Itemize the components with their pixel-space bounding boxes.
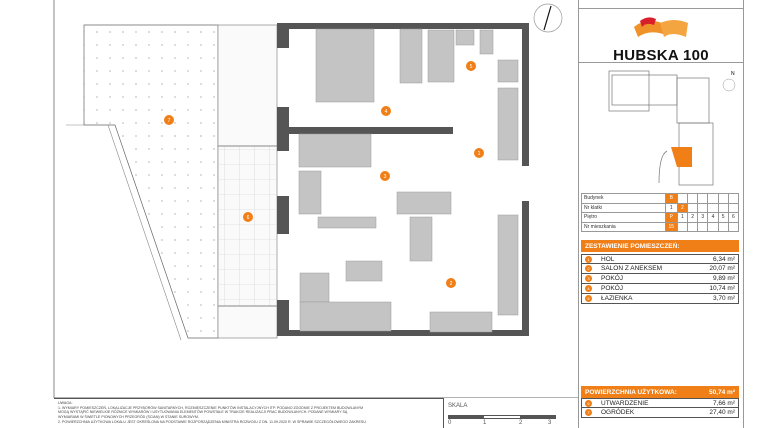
apartment-walls xyxy=(277,23,529,336)
room-marker-3 xyxy=(380,171,390,181)
room-number: 5 xyxy=(470,64,473,70)
terrace-area xyxy=(217,24,278,339)
notes: UWAGA: 1. WYMIARY POMIESZCZEŃ, LOKALIZAC… xyxy=(54,398,444,428)
project-name: HUBSKA 100 xyxy=(613,47,709,64)
room-marker-4 xyxy=(381,106,391,116)
room-marker-6 xyxy=(243,212,253,222)
project-logo: HUBSKA 100 xyxy=(579,8,743,64)
room-marker-2 xyxy=(446,278,456,288)
room-marker-1 xyxy=(474,148,484,158)
rooms-header: ZESTAWIENIE POMIESZCZEŃ: xyxy=(581,240,739,252)
room-number: 6 xyxy=(247,215,250,221)
room-number: 1 xyxy=(478,151,481,157)
key-plan: N xyxy=(579,63,743,188)
scale-bar: SKALA 0 1 2 3 xyxy=(448,403,558,428)
room-number: 3 xyxy=(384,174,387,180)
garden-area xyxy=(66,24,219,341)
room-marker-7 xyxy=(164,115,174,125)
room-marker-5 xyxy=(466,61,476,71)
room-number: 2 xyxy=(450,281,453,287)
room-number: 4 xyxy=(385,109,388,115)
furniture xyxy=(298,28,519,333)
film-strip-logo-icon xyxy=(634,17,688,37)
north-label: N xyxy=(731,71,735,77)
usable-area-bar: POWIERZCHNIA UŻYTKOWA:50,74 m² xyxy=(581,386,739,398)
room-markers xyxy=(164,61,484,288)
room-number: 7 xyxy=(168,118,171,124)
compass-icon xyxy=(533,3,563,33)
floor-plan: 1 2 3 4 5 6 7 xyxy=(53,0,578,398)
